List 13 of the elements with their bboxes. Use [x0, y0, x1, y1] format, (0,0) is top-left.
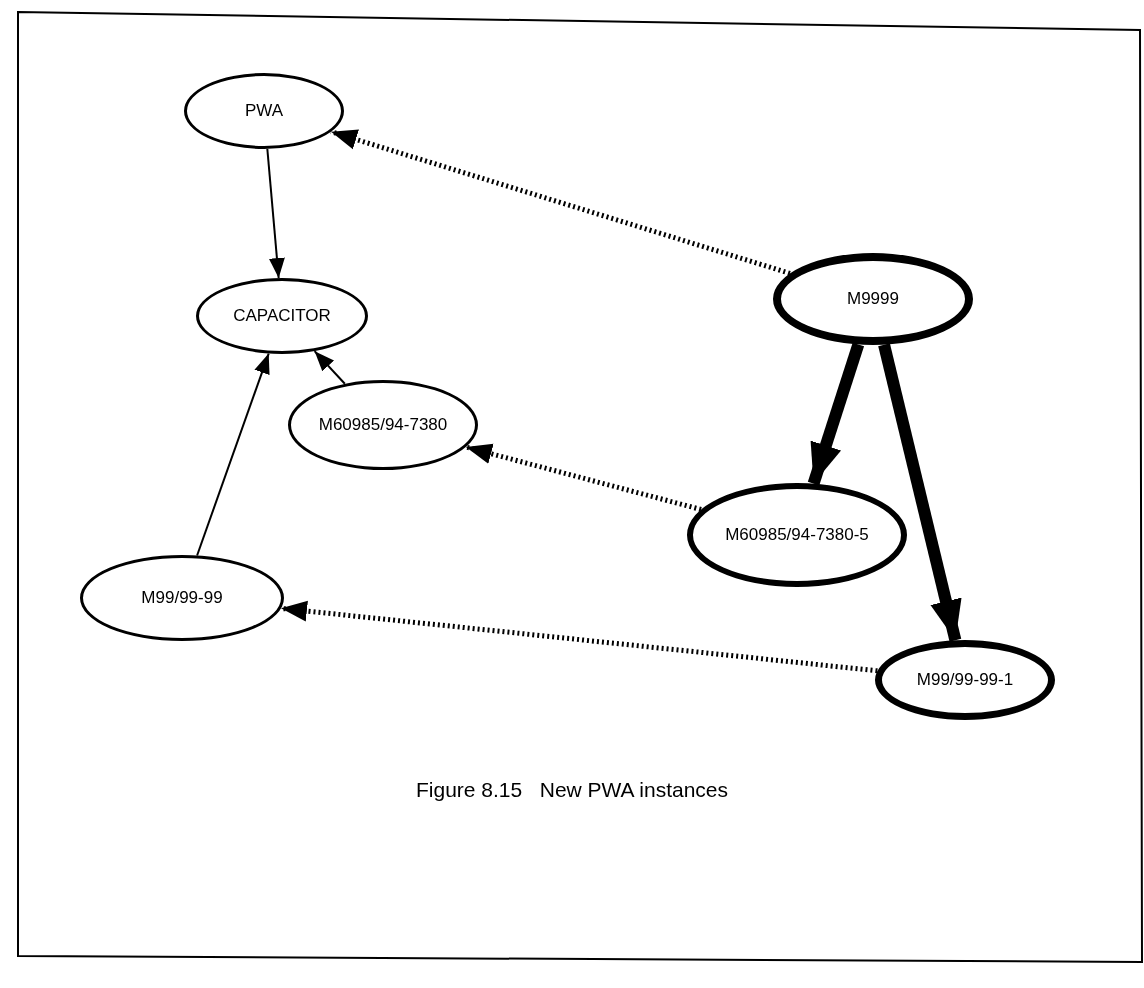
node-label: M99/99-99-1 — [916, 670, 1014, 690]
arrow — [807, 342, 865, 486]
node-label: M9999 — [847, 289, 899, 309]
arrow — [878, 343, 962, 642]
node-label: CAPACITOR — [233, 306, 331, 326]
node-label: M99/99-99 — [141, 588, 223, 608]
arrow — [266, 147, 285, 280]
node-label: PWA — [244, 101, 284, 121]
node-label: M60985/94-7380-5 — [725, 525, 869, 545]
figure-caption: Figure 8.15 New PWA instances — [416, 778, 728, 801]
arrow — [280, 600, 878, 674]
arrow — [196, 352, 270, 557]
node-label: M60985/94-7380 — [318, 415, 448, 435]
